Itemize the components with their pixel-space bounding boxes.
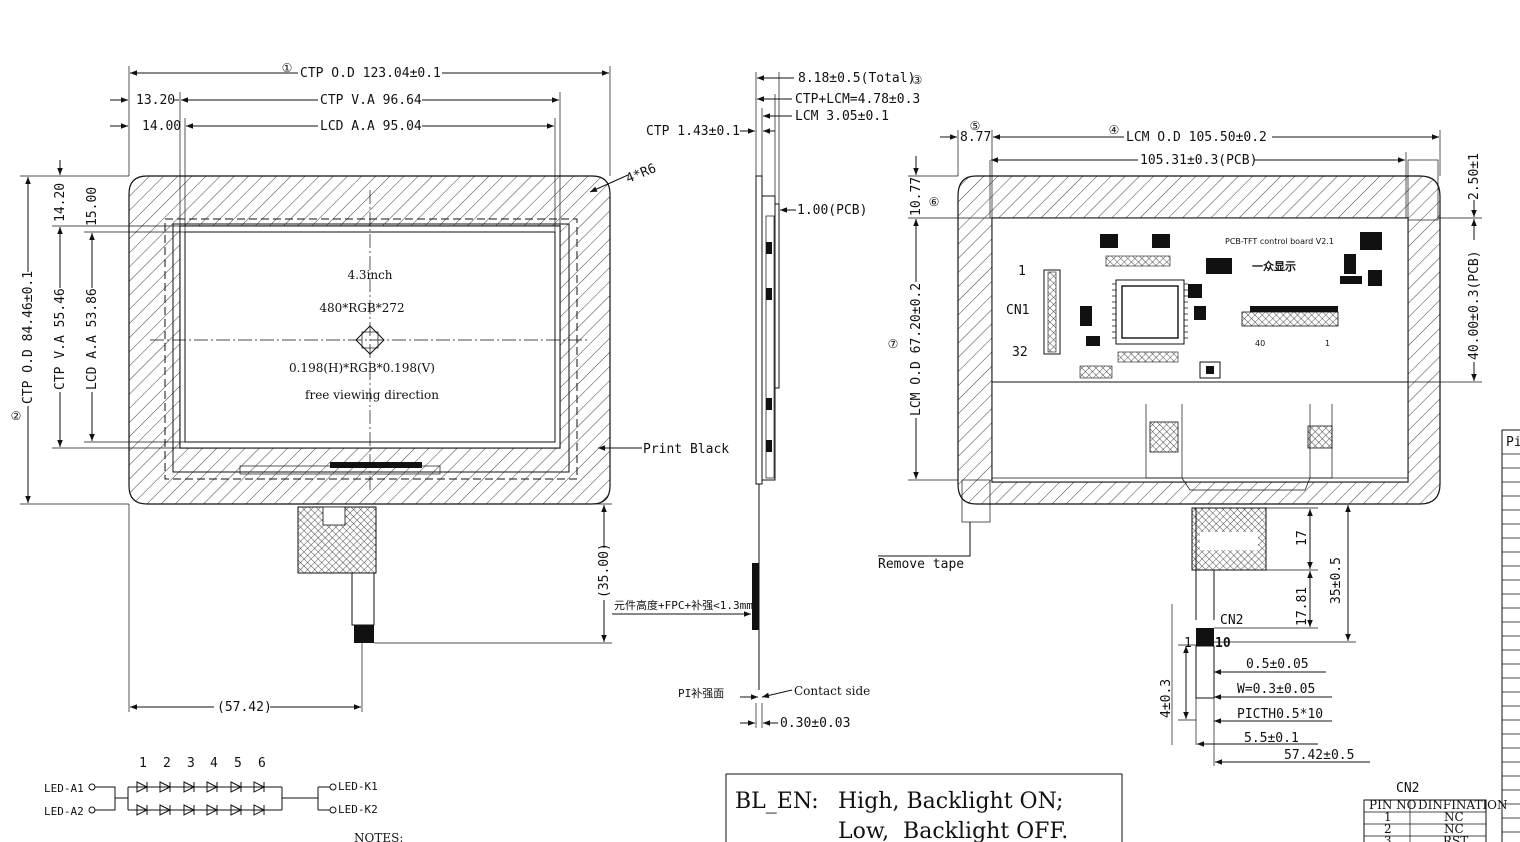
edge-table: Pi <box>1501 429 1520 842</box>
cn1-label: CN1 <box>1006 303 1029 318</box>
comp-height-label: 元件高度+FPC+补强<1.3mm <box>614 598 753 612</box>
board-title: PCB-TFT control board V2.1 <box>1225 237 1334 246</box>
led-a2-label: LED-A2 <box>44 805 84 818</box>
dim-15-00: 15.00 <box>85 187 100 226</box>
led-num-2: 2 <box>163 756 171 771</box>
dim-8-77: 8.77 <box>960 130 991 145</box>
fpc-pin1: 1 <box>1325 339 1330 348</box>
cn2-row3-pin: 3 <box>1384 834 1392 842</box>
dim-35: 35±0.5 <box>1329 557 1344 604</box>
cn2-row2-def: NC <box>1444 822 1464 836</box>
led-num-4: 4 <box>210 756 218 771</box>
cn2-label: CN2 <box>1220 613 1243 628</box>
dim-lcd-aa-h: LCD A.A 53.86 <box>85 288 100 390</box>
dim-ctp-va-w: CTP V.A 96.64 <box>320 93 422 108</box>
circle-4: ④ <box>1109 123 1120 137</box>
cn2-row2-pin: 2 <box>1384 822 1392 836</box>
circle-3: ③ <box>912 73 923 87</box>
panel-resolution-text: 480*RGB*272 <box>319 301 404 315</box>
cn2-th-pin: PIN NO <box>1369 798 1417 812</box>
cn1-pin32: 32 <box>1012 345 1028 360</box>
dim-cn2-5742: 57.42±0.5 <box>1284 748 1354 763</box>
dim-13-20: 13.20 <box>136 93 175 108</box>
led-num-5: 5 <box>234 756 242 771</box>
dim-pcb-h: 40.00±0.3(PCB) <box>1467 250 1482 360</box>
dim-cn2-w: W=0.3±0.05 <box>1237 682 1315 697</box>
dim-r6: 4*R6 <box>624 161 659 187</box>
bl-en-line2: Low, Backlight OFF. <box>838 819 1068 842</box>
dim-ctp-od-h: CTP O.D 84.46±0.1 <box>21 271 36 404</box>
bl-en-line1: High, Backlight ON; <box>838 789 1063 814</box>
led-circuit: 1 2 3 4 5 6 LED-A1 LED-A2 LED-K1 LED-K2 <box>44 756 403 842</box>
dim-ctp-143: CTP 1.43±0.1 <box>646 124 740 139</box>
dim-17: 17 <box>1295 530 1310 546</box>
bl-en-box: BL_EN: High, Backlight ON; Low, Backligh… <box>725 773 1123 842</box>
dim-ctp-va-h: CTP V.A 55.46 <box>53 288 68 390</box>
cn2-table: CN2 PIN NO DINFINATION 1 NC 2 NC 3 RST <box>1363 781 1508 842</box>
circle-5: ⑤ <box>970 119 981 133</box>
dim-total: 8.18±0.5(Total) <box>798 71 915 86</box>
led-num-1: 1 <box>139 756 147 771</box>
dim-pcb-w: 105.31±0.3(PCB) <box>1140 153 1257 168</box>
dim-cn2-55: 5.5±0.1 <box>1244 731 1299 746</box>
led-a1-label: LED-A1 <box>44 782 84 795</box>
led-k2-label: LED-K2 <box>338 803 378 816</box>
dim-14-00: 14.00 <box>142 119 181 134</box>
dim-ctp-lcm: CTP+LCM=4.78±0.3 <box>795 92 920 107</box>
dim-cn2-pitch: PICTH0.5*10 <box>1237 707 1323 722</box>
dim-fpc-35: (35.00) <box>597 543 612 598</box>
dim-lcm-od-w: LCM O.D 105.50±0.2 <box>1126 130 1267 145</box>
circle-2: ② <box>11 409 22 423</box>
led-num-6: 6 <box>258 756 266 771</box>
notes-label: NOTES: <box>354 831 403 842</box>
back-view: 1 CN1 32 PCB-TFT control board V2.1 一众显示… <box>878 119 1482 766</box>
led-num-3: 3 <box>187 756 195 771</box>
dim-10-77: 10.77 <box>909 177 924 216</box>
dim-2-50: 2.50±1 <box>1467 153 1482 200</box>
cn2-th-def: DINFINATION <box>1418 798 1508 812</box>
fpc-pin40: 40 <box>1255 339 1265 348</box>
dim-lcd-aa-w: LCD A.A 95.04 <box>320 119 422 134</box>
circle-1: ① <box>282 61 293 75</box>
circle-6: ⑥ <box>929 195 940 209</box>
cn2-table-title: CN2 <box>1396 781 1419 796</box>
panel-pitch-text: 0.198(H)*RGB*0.198(V) <box>289 361 435 375</box>
dim-ctp-od: CTP O.D 123.04±0.1 <box>300 66 441 81</box>
cn2-pin10: 10 <box>1215 636 1231 651</box>
pi-stiff-label: PI补强面 <box>678 687 724 700</box>
contact-side-label: Contact side <box>794 684 870 698</box>
dim-fpc-57: (57.42) <box>217 700 272 715</box>
circle-7: ⑦ <box>888 337 899 351</box>
side-view: 8.18±0.5(Total) ③ CTP+LCM=4.78±0.3 LCM 3… <box>612 71 922 731</box>
front-view: 4.3inch 480*RGB*272 0.198(H)*RGB*0.198(V… <box>11 61 729 715</box>
dim-lcm-od-h: LCM O.D 67.20±0.2 <box>909 283 924 416</box>
edge-table-header: Pi <box>1506 435 1520 450</box>
dim-pcb-100: 1.00(PCB) <box>797 203 867 218</box>
panel-view-text: free viewing direction <box>305 388 439 402</box>
dim-17-81: 17.81 <box>1295 587 1310 626</box>
cn2-pin1: 1 <box>1184 636 1192 651</box>
bl-en-label: BL_EN: <box>735 789 819 814</box>
dim-14-20: 14.20 <box>53 183 68 222</box>
led-k1-label: LED-K1 <box>338 780 378 793</box>
board-brand: 一众显示 <box>1252 259 1296 273</box>
cn2-row1-pin: 1 <box>1384 810 1392 824</box>
dim-cn2-4: 4±0.3 <box>1159 679 1174 718</box>
cn2-row1-def: NC <box>1444 810 1464 824</box>
dim-cn2-pitch-a: 0.5±0.05 <box>1246 657 1309 672</box>
dim-lcm-305: LCM 3.05±0.1 <box>795 109 889 124</box>
dim-thk-030: 0.30±0.03 <box>780 716 850 731</box>
cn2-row3-def: RST <box>1443 834 1468 842</box>
remove-tape-label: Remove tape <box>878 557 964 572</box>
cn1-pin1: 1 <box>1018 264 1026 279</box>
panel-size-text: 4.3inch <box>347 268 392 282</box>
print-black-label: Print Black <box>643 442 729 457</box>
